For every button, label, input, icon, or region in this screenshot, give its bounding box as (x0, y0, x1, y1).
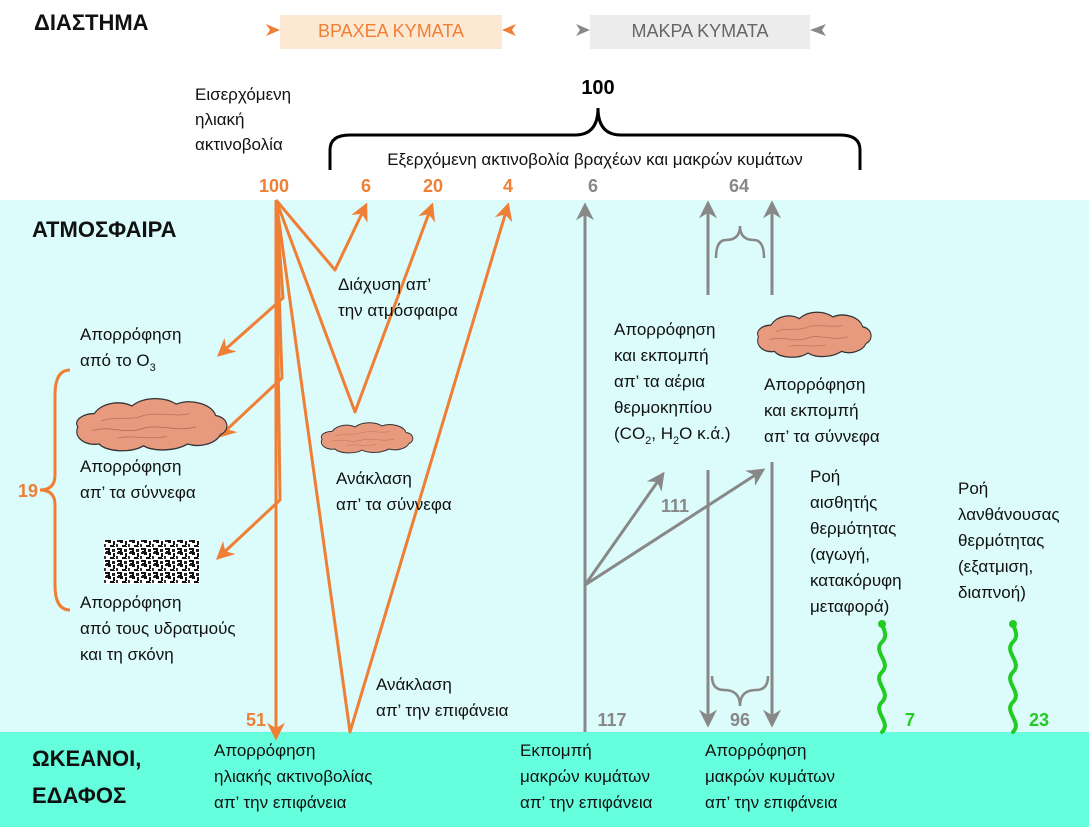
sensible-heat-value: 7 (905, 710, 915, 730)
surface-title-line2: ΕΔΑΦΟΣ (32, 783, 126, 808)
legend-longwave-label: ΜΑΚΡΑ ΚΥΜΑΤΑ (631, 21, 768, 41)
greenhouse-co-text: (CO (614, 424, 645, 443)
vapour-label-line3: και τη σκόνη (80, 645, 174, 664)
lw-emission-label-line2: μακρών κυμάτων (520, 767, 650, 786)
vapour-label-line2: από τους υδρατμούς (80, 619, 236, 638)
legend-shortwave-left-arrow-icon (266, 24, 280, 36)
cloud-emission-label-line1: Απορρόφηση (764, 375, 866, 394)
greenhouse-label-line1: Απορρόφηση (614, 320, 716, 339)
surface-reflect-label-line1: Ανάκλαση (376, 675, 452, 694)
vapour-label-line1: Απορρόφηση (80, 593, 182, 612)
greenhouse-label-line2: και εκπομπή (614, 346, 709, 365)
sensible-label-line6: μεταφορά) (810, 597, 889, 616)
legend-longwave: ΜΑΚΡΑ ΚΥΜΑΤΑ (576, 15, 826, 49)
surface-emit-space-value: 6 (588, 176, 598, 196)
dust-aerosol-icon (104, 540, 200, 584)
surface-reflect-label-line2: απ’ την επιφάνεια (376, 701, 509, 720)
lw-absorption-label-line2: μακρών κυμάτων (705, 767, 835, 786)
atmosphere-title: ΑΤΜΟΣΦΑΙΡΑ (32, 217, 177, 242)
incoming-label-line2: ηλιακή (195, 110, 245, 129)
surface-absorption-label-line3: απ’ την επιφάνεια (214, 793, 347, 812)
outgoing-label: Εξερχόμενη ακτινοβολία βραχέων και μακρώ… (387, 150, 803, 169)
ozone-subscript: 3 (150, 362, 156, 374)
latent-label-line5: διαπνοή) (958, 583, 1026, 602)
latent-label-line4: (εξατμιση, (958, 557, 1033, 576)
latent-label-line2: λανθάνουσας (958, 505, 1060, 524)
sensible-label-line2: αισθητής (810, 493, 877, 512)
legend-longwave-right-arrow-icon (810, 24, 826, 36)
cloud-absorption-label-line1: Απορρόφηση (80, 457, 182, 476)
sensible-label-line1: Ροή (810, 467, 840, 486)
surface-emission-value: 117 (597, 710, 626, 730)
cloud-emission-label-line3: απ’ τα σύννεφα (764, 427, 880, 446)
surface-absorption-label-line2: ηλιακής ακτινοβολίας (214, 767, 372, 786)
lw-emission-label-line3: απ’ την επιφάνεια (520, 793, 653, 812)
latent-heat-value: 23 (1029, 710, 1049, 730)
cloud-reflect-value: 20 (423, 176, 443, 196)
sensible-label-line5: κατακόρυφη (810, 571, 902, 590)
atm-absorbed-value: 19 (18, 481, 38, 501)
cloud-emission-label-line2: και εκπομπή (764, 401, 859, 420)
surface-reflect-value: 4 (503, 176, 513, 196)
lw-absorption-label-line3: απ’ την επιφάνεια (705, 793, 838, 812)
ozone-label-line1: Απορρόφηση (80, 325, 182, 344)
greenhouse-absorbed-value: 111 (661, 496, 689, 516)
greenhouse-h-text: , H (651, 424, 673, 443)
space-title: ΔΙΑΣΤΗΜΑ (34, 10, 149, 35)
surface-absorption-label-line1: Απορρόφηση (214, 741, 316, 760)
legend-shortwave-right-arrow-icon (502, 24, 516, 36)
greenhouse-label-line4: θερμοκηπίου (614, 398, 712, 417)
legend-shortwave: ΒΡΑΧΕΑ ΚΥΜΑΤΑ (266, 15, 516, 49)
cloud-absorption-label-line2: απ’ τα σύννεφα (80, 483, 196, 502)
lw-emission-label-line1: Εκπομπή (520, 741, 592, 760)
atm-emit-space-value: 64 (729, 176, 749, 196)
cloud-reflect-label-line2: απ’ τα σύννεφα (336, 495, 452, 514)
latent-label-line1: Ροή (958, 479, 988, 498)
scatter-label-line1: Διάχυση απ’ (338, 275, 431, 294)
surface-title-line1: ΩΚΕΑΝΟΙ, (32, 746, 141, 771)
latent-label-line3: θερμότητας (958, 531, 1044, 550)
sensible-label-line4: (αγωγή, (810, 545, 870, 564)
back-radiation-value: 96 (730, 710, 750, 730)
scatter-label-line2: την ατμόσφαιρα (338, 301, 458, 320)
incoming-value: 100 (259, 176, 289, 196)
legend-shortwave-label: ΒΡΑΧΕΑ ΚΥΜΑΤΑ (318, 21, 464, 41)
lw-absorption-label-line1: Απορρόφηση (705, 741, 807, 760)
latent-heat-arrowhead-icon (1009, 620, 1017, 628)
greenhouse-label-line3: απ’ τα αέρια (614, 372, 705, 391)
atm-scatter-value: 6 (361, 176, 371, 196)
sensible-label-line3: θερμότητας (810, 519, 896, 538)
ozone-label-text: από το O (80, 351, 150, 370)
incoming-label-line3: ακτινοβολία (195, 135, 283, 154)
greenhouse-o-text: O κ.ά.) (679, 424, 730, 443)
total-outgoing-value: 100 (581, 77, 614, 99)
surface-absorbed-value: 51 (246, 710, 266, 730)
sensible-heat-arrowhead-icon (878, 620, 886, 628)
incoming-label-line1: Εισερχόμενη (195, 85, 291, 104)
legend-longwave-left-arrow-icon (576, 24, 590, 36)
cloud-reflect-label-line1: Ανάκλαση (336, 469, 412, 488)
